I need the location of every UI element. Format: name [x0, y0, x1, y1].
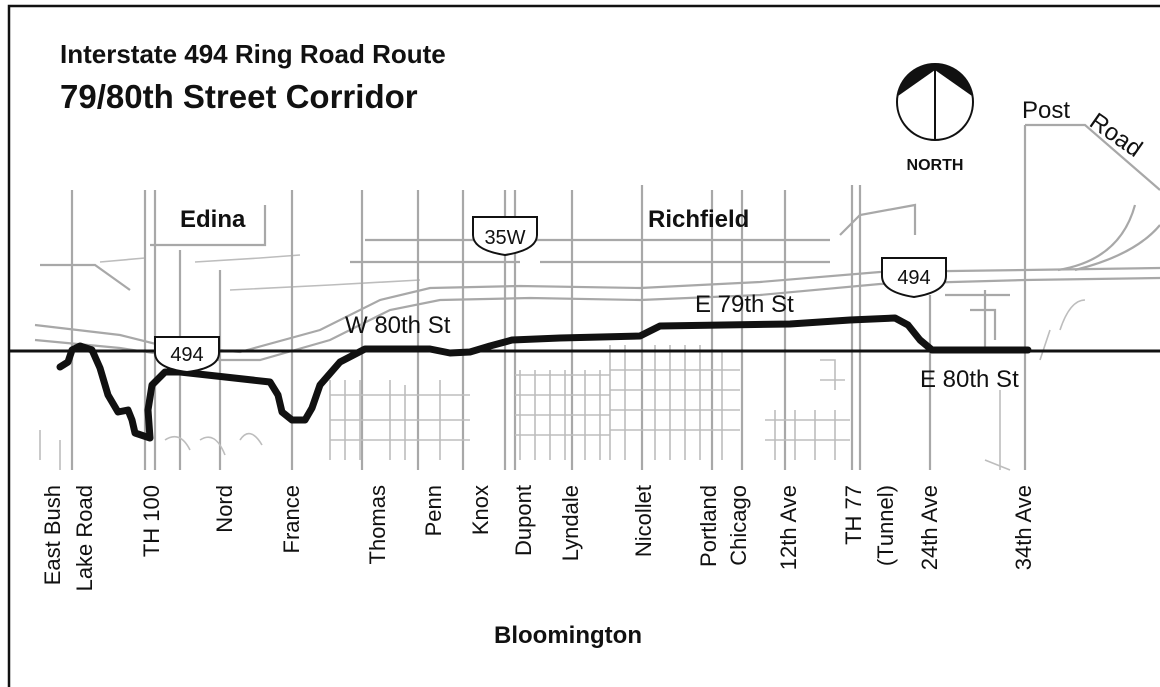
e80th-label: E 80th St	[920, 366, 1019, 393]
label-th77: TH 77	[841, 485, 866, 545]
label-thomas: Thomas	[365, 485, 390, 564]
label-penn: Penn	[421, 485, 446, 536]
label-france: France	[279, 485, 304, 553]
label-lyndale: Lyndale	[558, 485, 583, 561]
area-edina: Edina	[180, 206, 246, 233]
label-12th-ave: 12th Ave	[776, 485, 801, 570]
i494-west-label: 494	[170, 344, 203, 366]
label-34th-ave: 34th Ave	[1011, 485, 1036, 570]
label-tunnel: (Tunnel)	[873, 485, 898, 566]
cross-street-labels: East Bush Lake Road TH 100 Nord France T…	[40, 485, 1036, 591]
label-dupont: Dupont	[511, 485, 536, 556]
i35w-label: 35W	[484, 227, 525, 249]
label-chicago: Chicago	[726, 485, 751, 566]
i35w-shield-icon: 35W	[472, 216, 538, 257]
post-road	[1023, 123, 1160, 470]
label-east-bush: East Bush	[40, 485, 65, 585]
map-title: Interstate 494 Ring Road Route	[60, 39, 446, 69]
north-arrow-icon	[896, 63, 974, 141]
w80th-label: W 80th St	[345, 312, 451, 339]
i494-east-shield-icon: 494	[881, 257, 947, 299]
label-nicollet: Nicollet	[631, 485, 656, 557]
south-grid	[39, 299, 1086, 471]
i494-east-label: 494	[897, 267, 930, 289]
post-road-label: Post	[1022, 97, 1070, 124]
map-subtitle: 79/80th Street Corridor	[60, 78, 418, 115]
label-lake-road: Lake Road	[72, 485, 97, 591]
area-bloomington: Bloomington	[494, 622, 642, 649]
label-knox: Knox	[468, 485, 493, 535]
label-nord: Nord	[212, 485, 237, 533]
label-24th-ave: 24th Ave	[917, 485, 942, 570]
north-label: NORTH	[907, 157, 964, 174]
label-portland: Portland	[696, 485, 721, 567]
i494-west-shield-icon: 494	[154, 336, 220, 374]
label-th100: TH 100	[139, 485, 164, 557]
ring-road-route	[56, 314, 1032, 442]
north-streets	[40, 203, 917, 291]
e79th-label: E 79th St	[695, 291, 794, 318]
area-richfield: Richfield	[648, 206, 749, 233]
